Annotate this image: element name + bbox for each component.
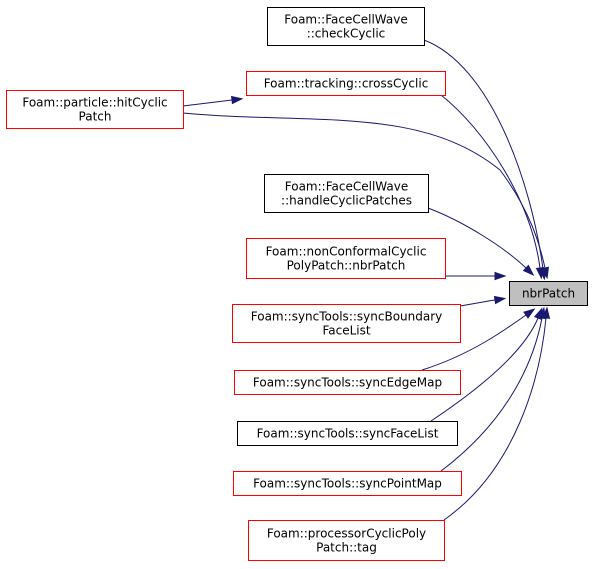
node-crossCyclic[interactable]: Foam::tracking::crossCyclic	[246, 71, 446, 96]
node-layer: nbrPatchFoam::FaceCellWave::checkCyclicF…	[6, 7, 588, 561]
node-syncFaceList[interactable]: Foam::syncTools::syncFaceList	[237, 421, 458, 446]
node-label-line: FaceList	[322, 324, 370, 338]
node-label-line: Foam::syncTools::syncFaceList	[257, 427, 439, 441]
node-box	[248, 520, 445, 561]
edge-layer	[182, 39, 551, 521]
edge-hitCyclicPatch-to-crossCyclic	[182, 99, 233, 107]
node-box	[509, 281, 588, 306]
edge-syncBoundaryFaceList-to-target	[459, 299, 496, 307]
node-syncEdgeMap[interactable]: Foam::syncTools::syncEdgeMap	[234, 370, 461, 395]
arrowhead-processorCyclicTag-to-target	[541, 306, 551, 319]
node-label-line: PolyPatch::nbrPatch	[287, 259, 406, 273]
node-label-line: ::checkCyclic	[307, 27, 386, 41]
edge-handleCyclicPatches-to-target	[427, 207, 527, 269]
target-node: nbrPatch	[509, 281, 588, 306]
node-label-line: Patch	[79, 110, 112, 124]
arrowhead-nonConformalNbrPatch-to-target	[494, 271, 507, 281]
node-box	[246, 71, 446, 96]
node-box	[246, 238, 446, 279]
node-nonConformalNbrPatch[interactable]: Foam::nonConformalCyclicPolyPatch::nbrPa…	[246, 238, 446, 279]
edge-processorCyclicTag-to-target	[443, 317, 547, 521]
node-handleCyclicPatches[interactable]: Foam::FaceCellWave::handleCyclicPatches	[264, 174, 429, 213]
arrowhead-crossCyclic-to-target	[535, 266, 545, 280]
node-checkCyclic[interactable]: Foam::FaceCellWave::checkCyclic	[267, 7, 425, 46]
node-syncPointMap[interactable]: Foam::syncTools::syncPointMap	[233, 471, 462, 496]
arrowhead-hitCyclicPatch-to-target	[540, 266, 550, 280]
node-label-line: Foam::particle::hitCyclic	[22, 96, 167, 110]
node-label-line: Patch::tag	[316, 541, 377, 555]
edge-syncPointMap-to-target	[440, 317, 543, 472]
edge-crossCyclic-to-target	[440, 94, 541, 269]
arrowhead-hitCyclicPatch-to-crossCyclic	[231, 95, 244, 105]
node-label-line: Foam::syncTools::syncBoundary	[251, 310, 443, 324]
node-label-line: Foam::FaceCellWave	[284, 13, 407, 27]
edge-hitCyclicPatch-to-target	[182, 112, 546, 269]
node-label-line: Foam::syncTools::syncEdgeMap	[253, 376, 442, 390]
edge-checkCyclic-to-target	[423, 39, 544, 270]
node-label-line: Foam::syncTools::syncPointMap	[253, 477, 442, 491]
node-label-line: Foam::tracking::crossCyclic	[264, 77, 429, 91]
node-box	[233, 471, 462, 496]
arrowhead-handleCyclicPatches-to-target	[522, 264, 535, 276]
edge-syncEdgeMap-to-target	[421, 314, 527, 371]
arrowhead-syncEdgeMap-to-target	[523, 308, 536, 319]
node-box	[264, 174, 429, 213]
node-box	[232, 304, 461, 343]
node-box	[237, 421, 458, 446]
node-box	[267, 7, 425, 46]
node-label-line: nbrPatch	[522, 287, 575, 301]
node-label-line: Foam::processorCyclicPoly	[267, 527, 426, 541]
node-label-line: ::handleCyclicPatches	[281, 194, 412, 208]
node-label-line: Foam::nonConformalCyclic	[266, 245, 427, 259]
arrowhead-syncBoundaryFaceList-to-target	[493, 295, 507, 305]
node-box	[6, 90, 184, 129]
node-label-line: Foam::FaceCellWave	[285, 180, 408, 194]
node-box	[234, 370, 461, 395]
edge-syncFaceList-to-target	[430, 317, 539, 422]
